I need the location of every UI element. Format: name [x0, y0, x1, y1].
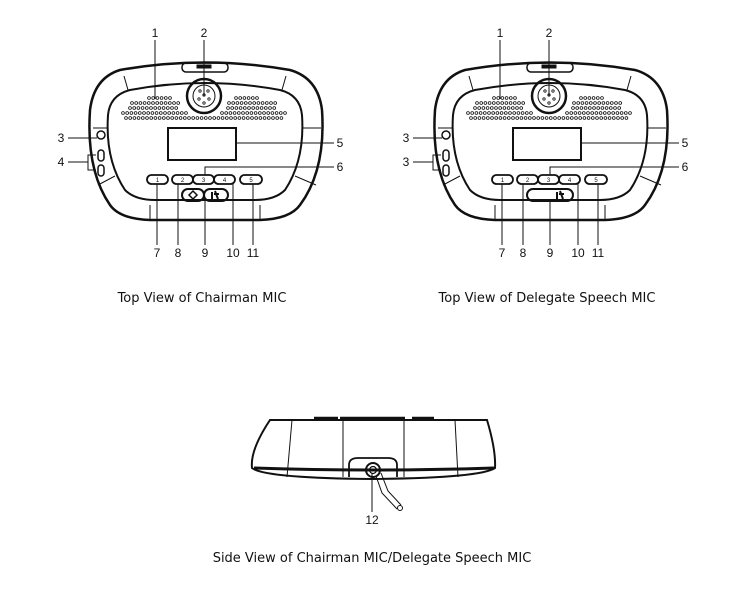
- function-button-4[interactable]: [213, 174, 236, 185]
- mic-icon: [211, 190, 219, 200]
- callout-label: 9: [202, 246, 209, 260]
- side-button-top[interactable]: [96, 130, 106, 140]
- function-button-label: 1: [501, 178, 505, 184]
- callout-label: 6: [337, 160, 344, 174]
- function-button-label: 4: [568, 178, 572, 184]
- callout-label: 5: [682, 136, 689, 150]
- function-button-label: 1: [156, 178, 160, 184]
- callout-label: 10: [571, 246, 585, 260]
- socket-pin: [551, 89, 555, 93]
- callout-label: 3: [403, 155, 410, 169]
- socket-pin: [206, 89, 210, 93]
- top-bump: [181, 62, 229, 73]
- socket-pin: [207, 97, 211, 101]
- body-seams: [93, 75, 321, 220]
- mic-body-outline: [433, 61, 669, 222]
- mic-icon: [556, 190, 564, 200]
- function-button-5[interactable]: [584, 174, 608, 185]
- side-view: 12: [250, 416, 497, 527]
- callout-label: 1: [152, 26, 159, 40]
- speaker-grille: [121, 96, 287, 120]
- function-button-4[interactable]: [558, 174, 581, 185]
- caption-delegate: Top View of Delegate Speech MIC: [438, 291, 656, 306]
- callout-label: 2: [546, 26, 553, 40]
- caption-side-view: Side View of Chairman MIC/Delegate Speec…: [212, 551, 532, 566]
- function-button-5[interactable]: [239, 174, 263, 185]
- priority-diamond-icon: [187, 189, 199, 201]
- function-button-label: 2: [181, 178, 185, 184]
- function-button-label: 5: [594, 178, 598, 184]
- side-button-upper[interactable]: [442, 149, 450, 162]
- socket-pin: [202, 101, 206, 105]
- callout-label: 7: [499, 246, 506, 260]
- callout-label: 11: [247, 246, 260, 260]
- side-button-top[interactable]: [441, 130, 451, 140]
- connector-inner: [368, 465, 378, 475]
- mic-body-outline: [88, 61, 324, 222]
- callout-label: 6: [682, 160, 689, 174]
- side-button-lower[interactable]: [442, 164, 450, 177]
- side-button-lower[interactable]: [97, 164, 105, 177]
- cable-connector-icon: [365, 462, 381, 478]
- mic-panel-outline: [451, 82, 649, 201]
- socket-pin: [198, 89, 202, 93]
- leader-lines: [68, 40, 334, 245]
- socket-pin: [552, 97, 556, 101]
- function-button-label: 3: [202, 178, 206, 184]
- function-button-label: 2: [526, 178, 530, 184]
- callout-label: 2: [201, 26, 208, 40]
- callout-label: 3: [58, 131, 65, 145]
- callout-label: 4: [58, 155, 65, 169]
- socket-pin: [543, 89, 547, 93]
- cable: [375, 472, 402, 510]
- mic-panel-outline: [106, 82, 304, 201]
- callout-label: 8: [520, 246, 527, 260]
- callout-label: 10: [226, 246, 240, 260]
- top-bump: [526, 62, 574, 73]
- callout-label: 8: [175, 246, 182, 260]
- caption-chairman: Top View of Chairman MIC: [117, 291, 287, 306]
- socket-pin: [547, 101, 551, 105]
- mic-on-off-button[interactable]: [203, 188, 229, 202]
- leader-lines: [413, 40, 679, 245]
- callout-label: 7: [154, 246, 161, 260]
- callout-label: 9: [547, 246, 554, 260]
- cable-end: [397, 505, 403, 511]
- callout-label: 1: [497, 26, 504, 40]
- callout-label: 11: [592, 246, 605, 260]
- side-base-line: [253, 466, 495, 472]
- function-button-label: 5: [249, 178, 253, 184]
- side-panel-seams: [286, 419, 459, 478]
- speaker-grille: [466, 96, 632, 120]
- callout-label: 3: [403, 131, 410, 145]
- callout-label: 12: [365, 513, 379, 527]
- socket-pin: [542, 97, 546, 101]
- lcd-screen: [167, 127, 237, 161]
- side-button-upper[interactable]: [97, 149, 105, 162]
- function-button-label: 3: [547, 178, 551, 184]
- function-button-label: 4: [223, 178, 227, 184]
- socket-pin: [197, 97, 201, 101]
- lcd-screen: [512, 127, 582, 161]
- callout-label: 5: [337, 136, 344, 150]
- connector-recess: [348, 457, 398, 477]
- body-seams: [438, 75, 666, 220]
